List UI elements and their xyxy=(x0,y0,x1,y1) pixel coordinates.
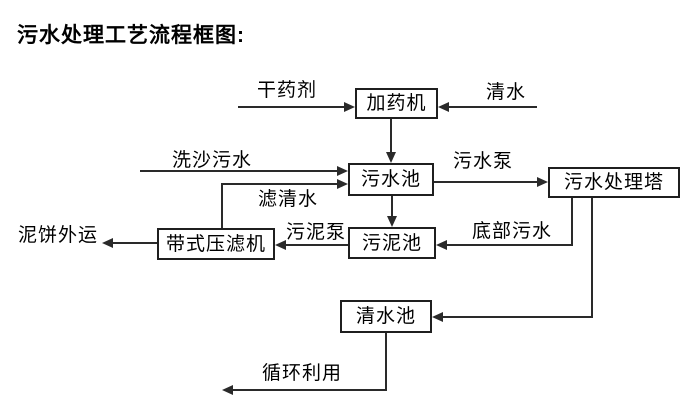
arrow-clean-water-line xyxy=(449,106,537,108)
arrow-sludge-pump-line xyxy=(286,244,348,246)
node-treatment-tower: 污水处理塔 xyxy=(548,167,680,198)
arrow-bottom-sewage-vline xyxy=(571,198,573,246)
arrow-sewage-to-sludge-head-icon xyxy=(387,216,397,227)
arrow-bottom-sewage-head-icon xyxy=(436,240,447,250)
arrow-recycling-vline xyxy=(385,333,387,391)
arrow-clean-water-head-icon xyxy=(438,102,449,112)
node-belt-filter-press: 带式压滤机 xyxy=(157,228,275,260)
arrow-sewage-to-sludge-line xyxy=(391,196,393,216)
label-dry-agent: 干药剂 xyxy=(257,80,318,101)
label-bottom-sewage: 底部污水 xyxy=(472,221,553,242)
arrow-dry-agent-head-icon xyxy=(344,102,355,112)
arrow-tower-to-clean-vline xyxy=(591,198,593,318)
label-recycling: 循环利用 xyxy=(262,363,343,384)
label-sludge-pump: 污泥泵 xyxy=(286,222,347,243)
label-sand-washing-sewage: 洗沙污水 xyxy=(172,150,253,171)
arrow-dosing-to-sewage-line xyxy=(390,119,392,152)
arrow-mud-cake-line xyxy=(113,242,157,244)
arrow-dosing-to-sewage-head-icon xyxy=(386,152,396,163)
arrow-filtered-water-head-icon xyxy=(337,179,348,189)
arrow-sewage-pump-line xyxy=(434,181,537,183)
label-sewage-pump: 污水泵 xyxy=(453,151,514,172)
page-title: 污水处理工艺流程框图: xyxy=(17,24,245,47)
label-clean-water: 清水 xyxy=(486,82,527,103)
node-dosing-machine: 加药机 xyxy=(355,88,438,119)
node-sewage-pool: 污水池 xyxy=(348,163,434,196)
arrow-sand-washing-head-icon xyxy=(337,166,348,176)
arrow-recycling-line xyxy=(233,389,387,391)
arrow-recycling-head-icon xyxy=(222,385,233,395)
node-sludge-pool: 污泥池 xyxy=(348,227,436,259)
arrow-sand-washing-line xyxy=(140,170,337,172)
label-filtered-water: 滤清水 xyxy=(258,189,319,210)
arrow-bottom-sewage-line xyxy=(447,244,573,246)
arrow-sludge-pump-head-icon xyxy=(275,240,286,250)
arrow-dry-agent-line xyxy=(238,106,344,108)
arrow-filtered-water-line xyxy=(221,183,337,185)
arrow-filtered-water-vline xyxy=(221,184,223,228)
arrow-tower-to-clean-line xyxy=(443,316,593,318)
arrow-tower-to-clean-head-icon xyxy=(432,312,443,322)
label-mud-cake-outbound: 泥饼外运 xyxy=(18,225,99,246)
arrow-sewage-pump-head-icon xyxy=(537,177,548,187)
arrow-mud-cake-head-icon xyxy=(102,238,113,248)
node-clean-water-pool: 清水池 xyxy=(340,300,432,333)
